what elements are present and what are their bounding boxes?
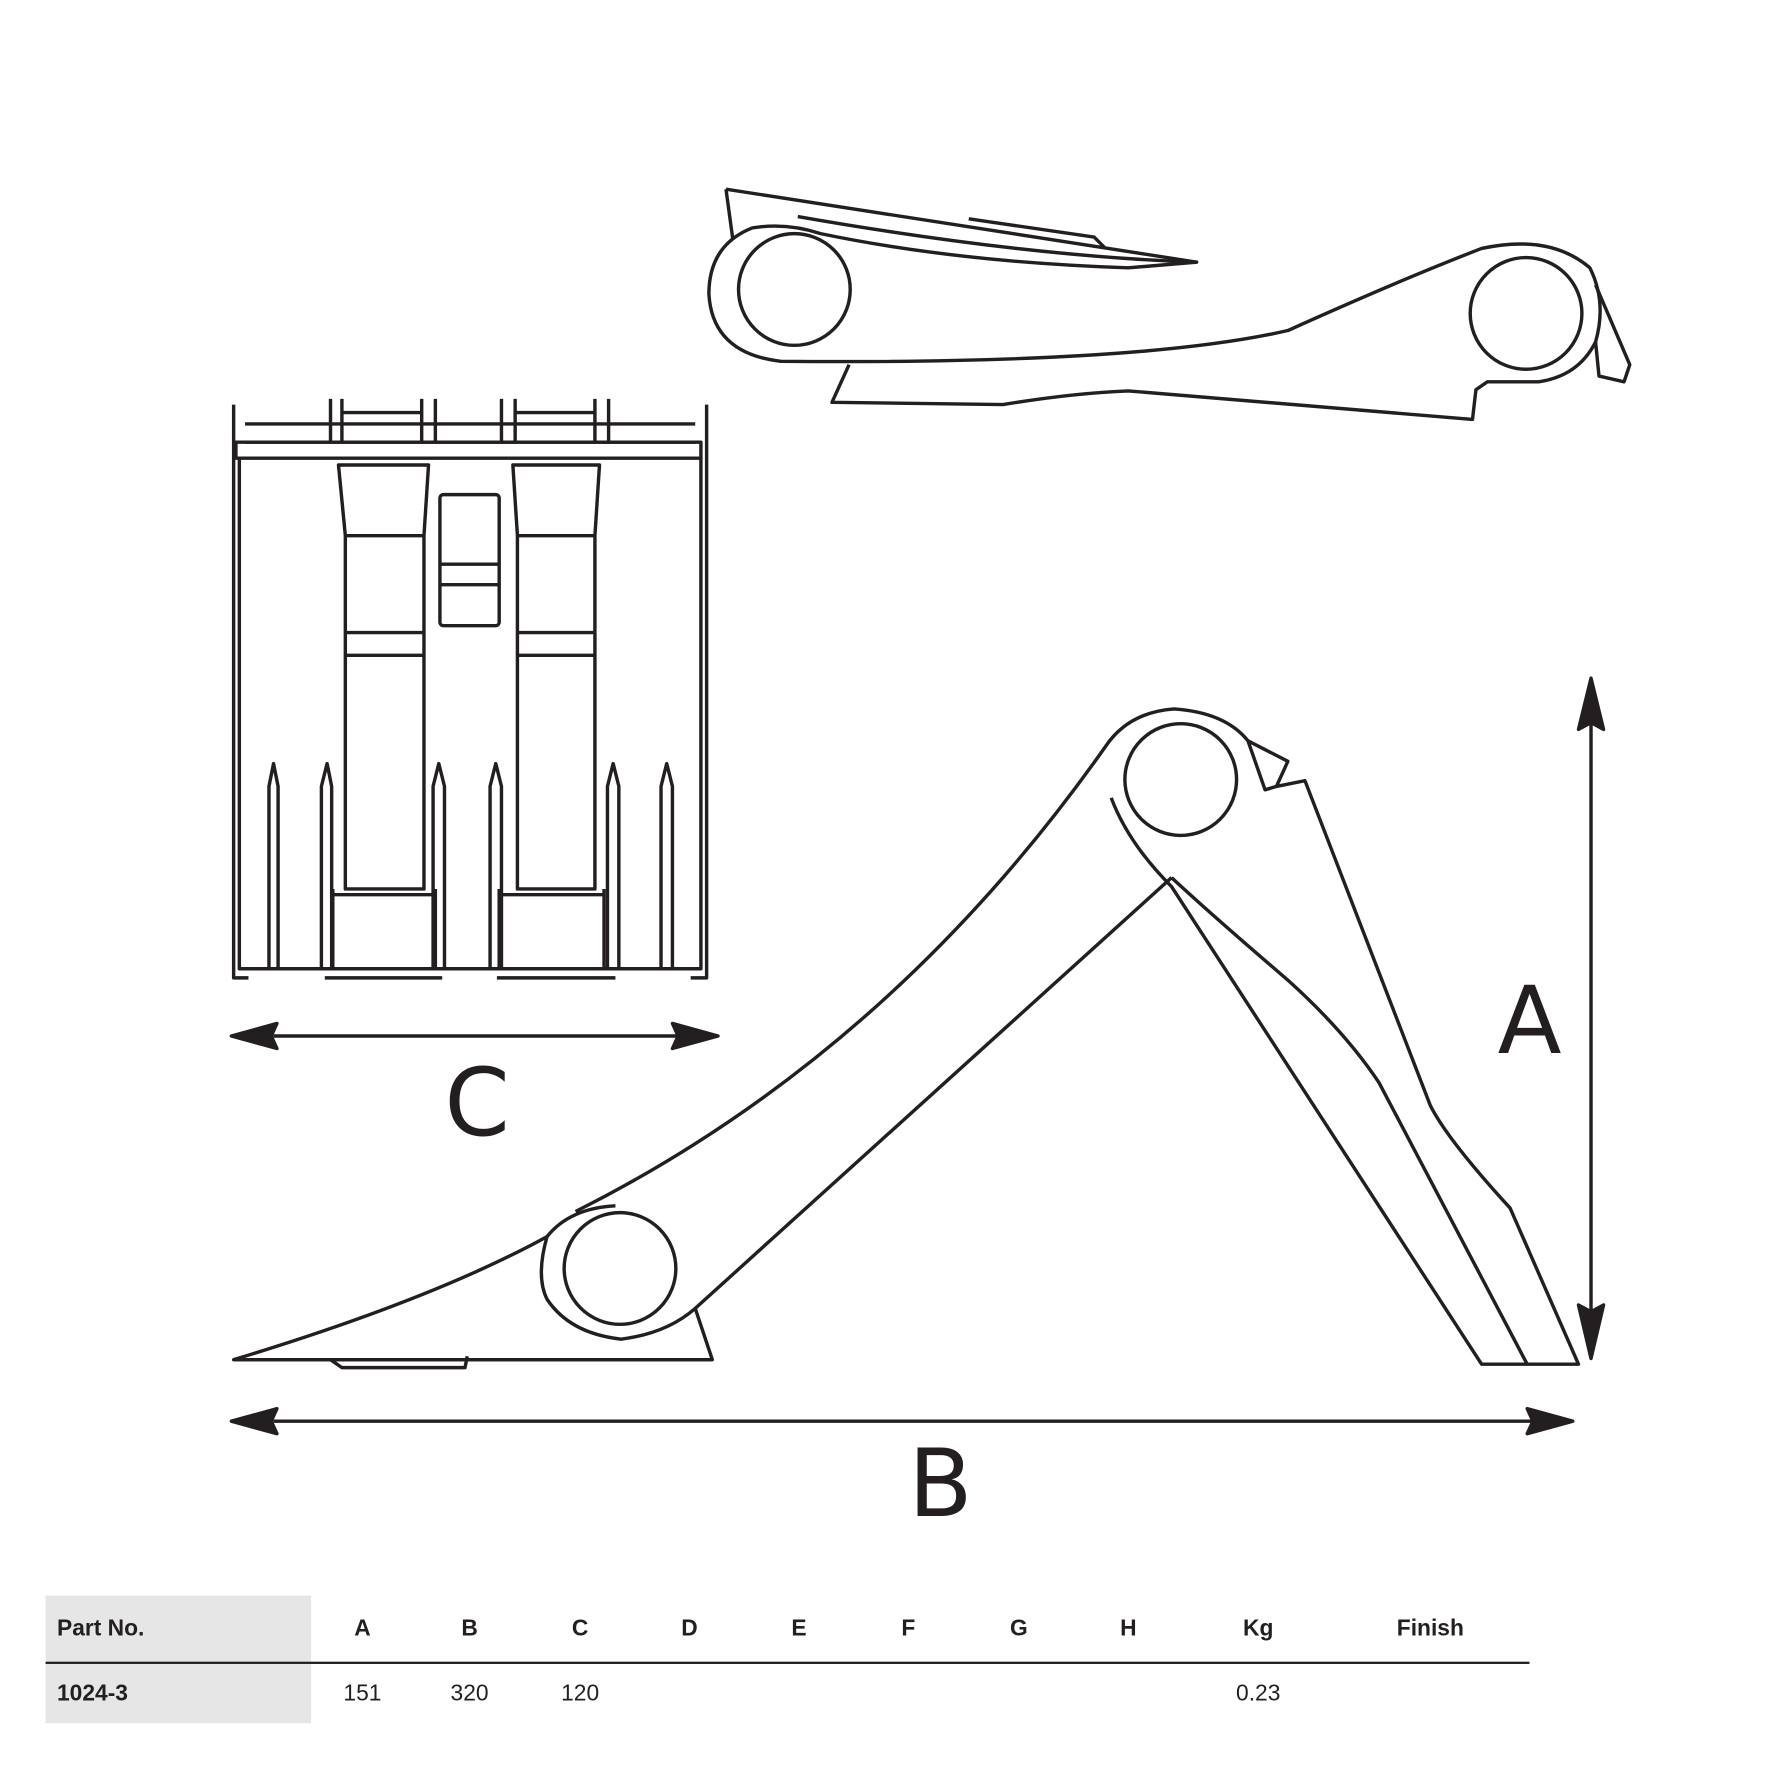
dimension-label-c: C [444, 1049, 510, 1158]
dimension-label-b: B [908, 1430, 973, 1539]
specification-table: Part No. A B C D E F G H Kg Finish 1024-… [45, 1595, 1530, 1724]
header-f: F [901, 1616, 916, 1642]
header-finish: Finish [1396, 1616, 1464, 1642]
header-e: E [791, 1616, 807, 1642]
front-view [231, 398, 709, 980]
value-a: 151 [343, 1681, 382, 1707]
part-number: 1024-3 [56, 1681, 128, 1707]
header-b: B [461, 1616, 478, 1642]
part-number-column-bg [45, 1595, 312, 1724]
pivot-hole [1468, 255, 1584, 371]
pivot-hole [562, 1210, 678, 1327]
header-a: A [354, 1616, 371, 1642]
value-c: 120 [561, 1681, 600, 1707]
pivot-hole [1123, 721, 1239, 838]
dimension-label-a: A [1497, 967, 1562, 1076]
pivot-hole [736, 231, 852, 348]
value-b: 320 [450, 1681, 489, 1707]
value-kg: 0.23 [1236, 1681, 1281, 1707]
dimension-c [229, 1021, 720, 1051]
header-kg: Kg [1243, 1616, 1274, 1642]
dimension-b [229, 1406, 1575, 1436]
dimension-a [1576, 676, 1606, 1361]
header-h: H [1120, 1616, 1137, 1642]
side-view-lever [707, 187, 1632, 422]
linkage-view [231, 707, 1581, 1370]
header-part-no: Part No. [56, 1616, 145, 1642]
header-divider [45, 1661, 1530, 1664]
header-c: C [571, 1616, 589, 1642]
header-g: G [1010, 1616, 1028, 1642]
header-d: D [681, 1616, 698, 1642]
